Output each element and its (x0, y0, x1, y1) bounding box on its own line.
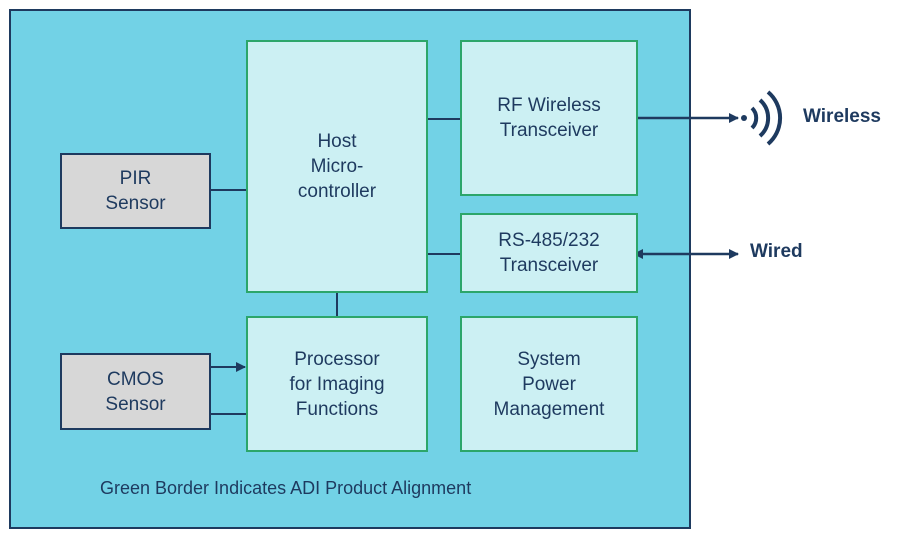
cmos-to-processor-lower-line (211, 413, 247, 415)
host-to-rf-line (428, 118, 460, 120)
wired-label: Wired (750, 241, 803, 262)
legend-footer: Green Border Indicates ADI Product Align… (100, 478, 472, 498)
host-to-processor-line (336, 293, 338, 316)
imaging-processor-block: Processor for Imaging Functions (246, 316, 428, 452)
rf-wireless-transceiver-block: RF Wireless Transceiver (460, 40, 638, 196)
rs-485-232-transceiver-block: RS-485/232 Transceiver (460, 213, 638, 293)
pir-to-host-line (211, 189, 247, 191)
wireless-signal-icon (741, 90, 783, 146)
system-power-management-block: System Power Management (460, 316, 638, 452)
cmos-sensor-block: CMOS Sensor (60, 353, 211, 430)
wireless-label: Wireless (803, 106, 881, 127)
host-microcontroller-block: Host Micro- controller (246, 40, 428, 293)
host-to-rs-line (428, 253, 460, 255)
pir-sensor-block: PIR Sensor (60, 153, 211, 229)
